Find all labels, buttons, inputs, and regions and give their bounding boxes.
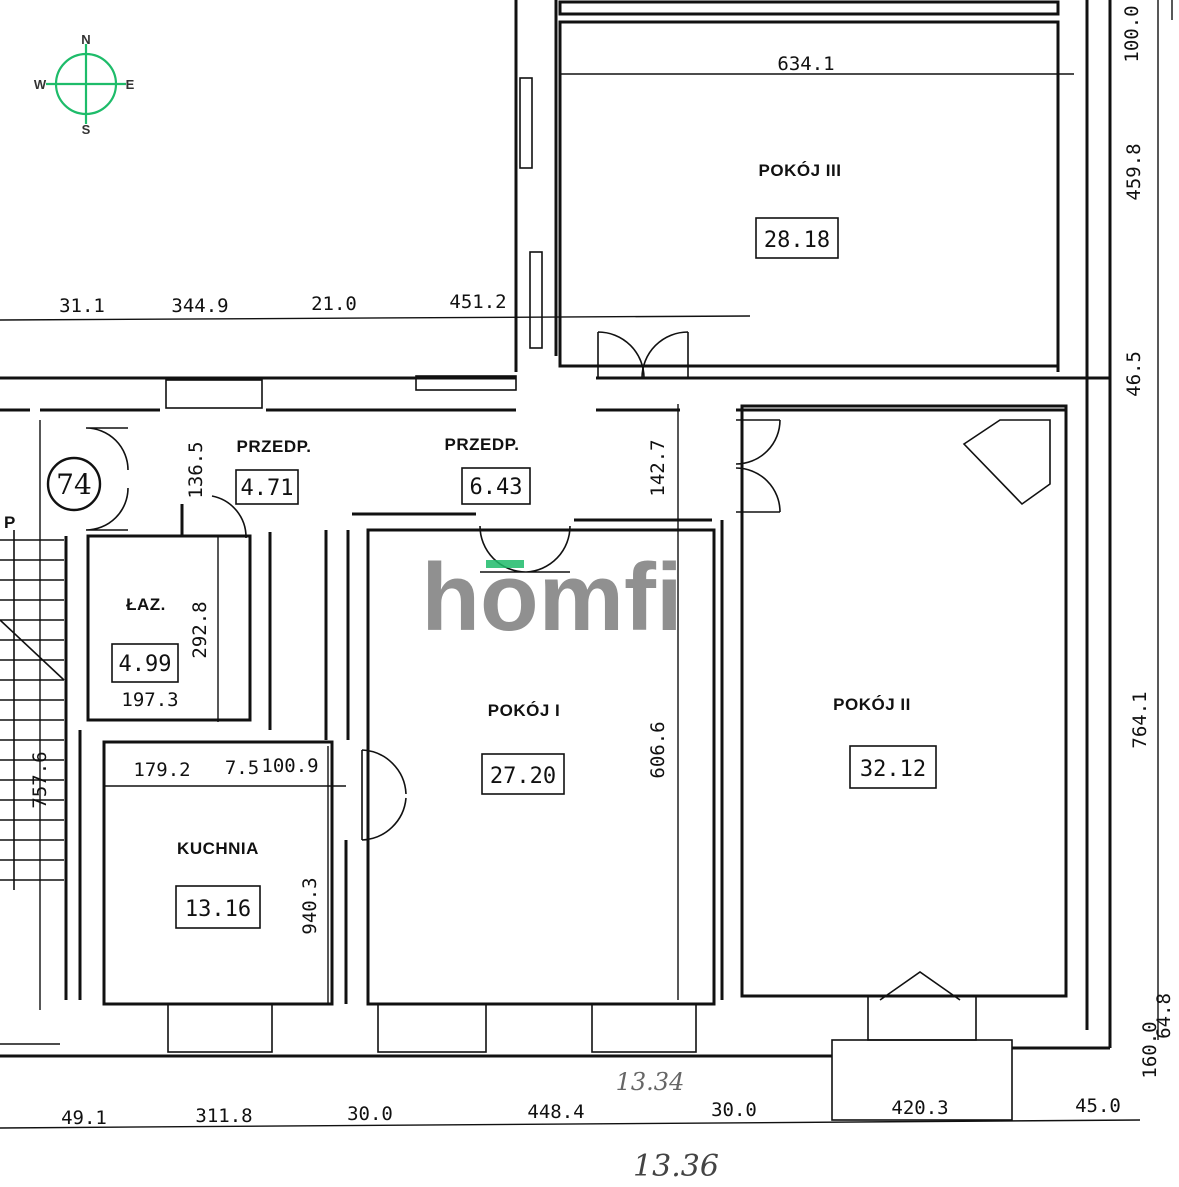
dim-142: 142.7 — [647, 439, 669, 496]
room-name: POKÓJ III — [759, 161, 842, 180]
dimension-lines — [0, 0, 1173, 1129]
compass-e: E — [126, 77, 135, 92]
room-name: POKÓJ I — [488, 701, 560, 720]
room-area: 32.12 — [860, 757, 926, 782]
dim-row-31: 31.1 — [59, 295, 105, 317]
room-przedp-1: PRZEDP. 4.71 — [235, 437, 312, 505]
door-bathroom — [211, 495, 247, 539]
dim-b-30: 30.0 — [711, 1099, 757, 1121]
room-area: 6.43 — [470, 475, 523, 500]
stair-label: P — [4, 513, 16, 532]
dim-136: 136.5 — [185, 441, 207, 498]
dim-right-459: 459.8 — [1123, 143, 1145, 200]
dim-right-160: 160.0 — [1139, 1021, 1161, 1078]
dim-b-49: 49.1 — [61, 1107, 107, 1129]
room-area: 27.20 — [490, 764, 556, 789]
door-pokoj1-left — [479, 525, 527, 573]
dim-b-311: 311.8 — [195, 1105, 252, 1127]
staircase — [0, 530, 65, 1045]
door-entrance-bottom — [85, 487, 129, 531]
room-area: 13.16 — [185, 897, 251, 922]
dim-top-634: 634.1 — [777, 53, 834, 75]
room-name: PRZEDP. — [237, 437, 312, 456]
room-pokoj3: POKÓJ III 28.18 — [755, 161, 842, 259]
door-pokoj2-bottom — [735, 467, 781, 513]
dim-606: 606.6 — [647, 721, 669, 778]
dim-75: 7.5 — [225, 757, 259, 779]
room-name: KUCHNIA — [177, 839, 259, 858]
walls — [0, 0, 1112, 1121]
dim-179: 179.2 — [133, 759, 190, 781]
room-area: 4.71 — [241, 476, 294, 501]
room-name: ŁAZ. — [126, 595, 166, 614]
watermark-text: homfi — [421, 544, 682, 651]
dimension-labels: 634.1 100.0 459.8 46.5 764.1 160.0 64.8 … — [29, 5, 1175, 1129]
room-name: POKÓJ II — [833, 695, 911, 714]
watermark-logo: homfi — [421, 544, 682, 651]
dim-right-764: 764.1 — [1129, 691, 1151, 748]
dim-row-451: 451.2 — [449, 291, 506, 313]
door-pokoj2-top — [735, 419, 781, 465]
handwritten-total-inner: 13.34 — [616, 1068, 685, 1096]
room-lazienka: ŁAZ. 4.99 — [111, 595, 179, 683]
compass-s: S — [82, 122, 91, 137]
dim-b-448: 448.4 — [527, 1101, 584, 1123]
handwritten-total-outer: 13.36 — [633, 1149, 719, 1184]
dim-row-210: 21.0 — [311, 293, 357, 315]
unit-number-badge: 74 — [46, 456, 102, 512]
room-name: PRZEDP. — [445, 435, 520, 454]
room-pokoj2: POKÓJ II 32.12 — [833, 695, 937, 789]
compass-n: N — [81, 32, 90, 47]
dim-right-100: 100.0 — [1121, 5, 1143, 62]
room-kuchnia: KUCHNIA 13.16 — [175, 839, 261, 929]
watermark-accent — [486, 560, 524, 568]
dim-row-344: 344.9 — [171, 295, 228, 317]
dim-292: 292.8 — [189, 601, 211, 658]
door-entrance-top — [85, 427, 129, 471]
dim-right-64: 64.8 — [1153, 993, 1175, 1039]
unit-number: 74 — [56, 468, 92, 501]
dim-b-420: 420.3 — [891, 1097, 948, 1119]
door-pokoj3-left — [597, 331, 645, 379]
dim-b-300: 30.0 — [347, 1103, 393, 1125]
dim-b-45: 45.0 — [1075, 1095, 1121, 1117]
room-area: 28.18 — [764, 228, 830, 253]
room-area: 4.99 — [119, 652, 172, 677]
compass-w: W — [34, 77, 47, 92]
door-kitchen-bottom — [361, 796, 407, 841]
compass-icon: N S E W — [34, 32, 135, 137]
door-pokoj1-right — [525, 525, 571, 573]
doors — [85, 331, 781, 841]
dim-940: 940.3 — [299, 877, 321, 934]
dim-757: 757.6 — [29, 751, 51, 808]
room-przedp-2: PRZEDP. 6.43 — [445, 435, 531, 505]
door-kitchen-top — [361, 749, 407, 796]
room-pokoj1: POKÓJ I 27.20 — [481, 701, 565, 795]
dim-right-46: 46.5 — [1123, 351, 1145, 397]
dim-197: 197.3 — [121, 689, 178, 711]
door-pokoj3-right — [641, 331, 689, 379]
dim-100: 100.9 — [261, 755, 318, 777]
